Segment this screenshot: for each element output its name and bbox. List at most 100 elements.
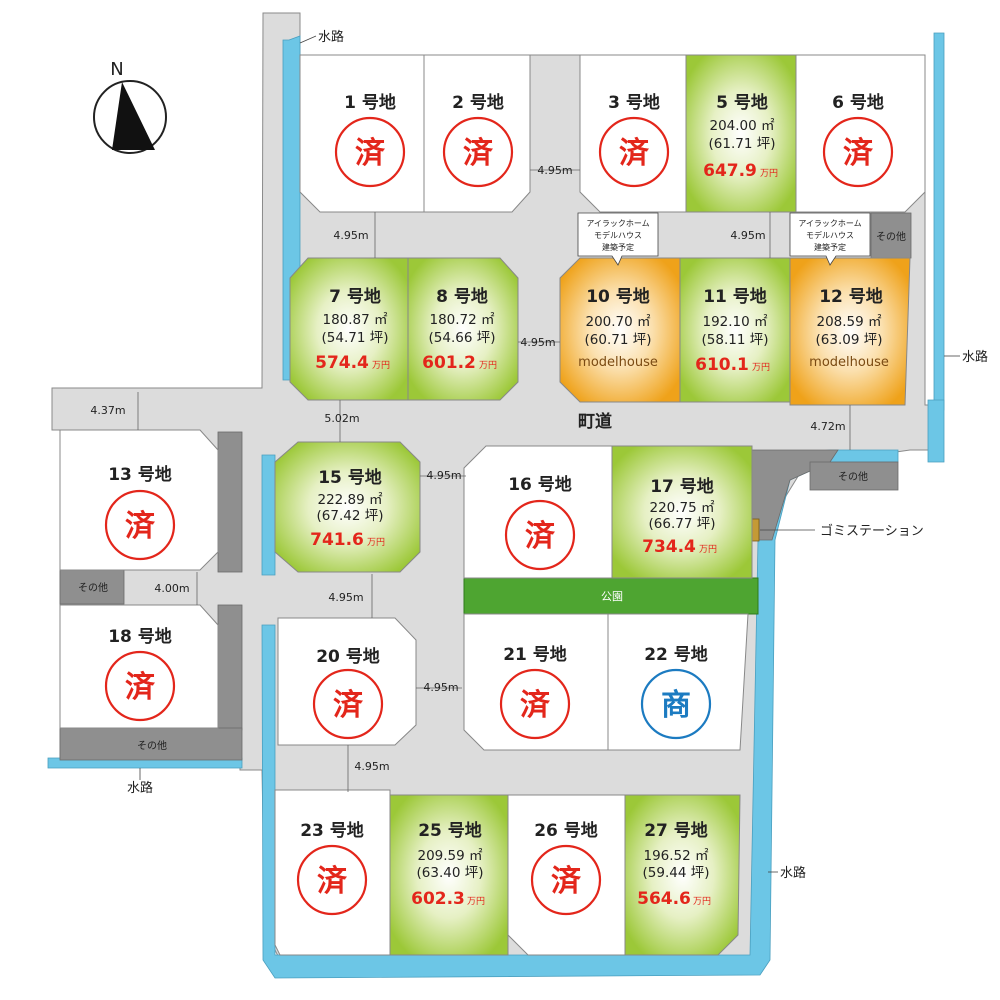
svg-text:済: 済 [619,136,650,171]
road-width: 5.02m [324,412,359,425]
lot-7 [289,257,409,401]
waterway-label: 水路 [127,780,153,796]
svg-text:済: 済 [333,688,364,723]
lot-title: 2 号地 [452,92,504,113]
lot-price: 564.6 [637,889,691,909]
other-label: その他 [876,230,906,243]
svg-text:モデルハウス: モデルハウス [806,230,854,240]
lot-price-unit: 万円 [367,537,385,548]
lot-price: 574.4 [315,353,369,373]
svg-text:モデルハウス: モデルハウス [594,230,642,240]
lots[interactable] [59,54,926,956]
compass: N [93,59,167,154]
lot-12 [789,257,911,406]
road-width: 4.95m [730,229,765,242]
lot-price-unit: 万円 [752,362,770,373]
road-name: 町道 [578,411,612,432]
lot-title: 1 号地 [344,92,396,113]
lot-area-tsubo: (67.42 坪) [317,508,384,524]
lot-price: 601.2 [422,353,476,373]
lot-price-unit: 万円 [693,896,711,907]
svg-text:商: 商 [661,688,691,723]
waterway-labels: 水路 水路 水路 水路 [127,29,988,881]
lot-title: 8 号地 [436,286,488,307]
lot-area-m2: 208.59 ㎡ [816,314,882,330]
waterway-label: 水路 [962,349,988,365]
other-area-13 [217,431,243,573]
svg-text:済: 済 [125,509,156,544]
lot-17 [611,445,753,579]
lot-price-unit: 万円 [467,896,485,907]
road-width: 4.95m [354,760,389,773]
road-width: 4.95m [520,336,555,349]
waterway-label: 水路 [780,865,806,881]
other-label: その他 [838,470,868,483]
lot-area-m2: 180.72 ㎡ [429,312,495,328]
lot-title: 18 号地 [108,626,172,647]
misc-labels: その他 その他 その他 その他 公園 ゴミステーション [78,230,924,752]
lot-price-unit: 万円 [372,360,390,371]
other-area-south-west [59,727,243,761]
svg-text:済: 済 [843,136,874,171]
lot-area-m2: 209.59 ㎡ [417,848,483,864]
lot-area-tsubo: (54.71 坪) [322,330,389,346]
svg-text:済: 済 [551,864,582,899]
lot-note: modelhouse [809,355,889,370]
lot-11 [679,257,791,403]
lot-title: 25 号地 [418,820,482,841]
other-label: その他 [78,581,108,594]
lot-title: 3 号地 [608,92,660,113]
lot-area-m2: 222.89 ㎡ [317,492,383,508]
lot-10 [559,257,681,403]
lot-area-m2: 196.52 ㎡ [643,848,709,864]
negotiating-mark: 商 [640,668,712,740]
sold-mark: 済 [442,116,514,188]
road-labels: 町道 4.95m 4.95m 4.95m 4.95m 4.37m 5.02m 4… [90,164,845,773]
sold-mark: 済 [104,489,176,561]
lot-area-tsubo: (63.40 坪) [417,865,484,881]
svg-text:建築予定: 建築予定 [602,242,634,252]
sold-mark: 済 [530,844,602,916]
lot-price: 647.9 [703,161,757,181]
other-areas [59,212,912,761]
waterway-east [933,32,945,411]
other-area-18 [217,604,243,731]
lot-title: 10 号地 [586,286,650,307]
sold-mark: 済 [312,668,384,740]
lot-title: 13 号地 [108,464,172,485]
svg-text:済: 済 [520,688,551,723]
lot-title: 12 号地 [819,286,883,307]
road-width: 4.00m [154,582,189,595]
svg-text:アイラックホーム: アイラックホーム [798,219,861,228]
svg-text:済: 済 [525,519,556,554]
lot-price: 734.4 [642,537,696,557]
road-width: 4.95m [426,469,461,482]
sold-mark: 済 [334,116,406,188]
road-width: 4.95m [333,229,368,242]
lot-25 [389,794,509,956]
lot-15 [274,441,421,573]
road-width: 4.37m [90,404,125,417]
lot-price: 610.1 [695,355,749,375]
lot-area-tsubo: (58.11 坪) [702,332,769,348]
lot-price: 741.6 [310,530,364,550]
sold-mark: 済 [598,116,670,188]
lot-title: 5 号地 [716,92,768,113]
svg-text:建築予定: 建築予定 [814,242,846,252]
road-width: 4.95m [423,681,458,694]
lot-area-tsubo: (60.71 坪) [585,332,652,348]
waterway-east-lower [927,399,945,463]
svg-text:済: 済 [355,136,386,171]
park-label: 公園 [601,590,623,603]
lot-title: 17 号地 [650,476,714,497]
lot-title: 22 号地 [644,644,708,665]
lot-title: 6 号地 [832,92,884,113]
lot-title: 15 号地 [318,467,382,488]
lot-title: 21 号地 [503,644,567,665]
lot-price-unit: 万円 [479,360,497,371]
lot-title: 23 号地 [300,820,364,841]
road-dimension-lines [137,169,851,792]
status-marks: 済 済 済 済 済 済 済 済 済 商 済 済 [104,116,894,916]
road-width: 4.72m [810,420,845,433]
lot-area-tsubo: (59.44 坪) [643,865,710,881]
